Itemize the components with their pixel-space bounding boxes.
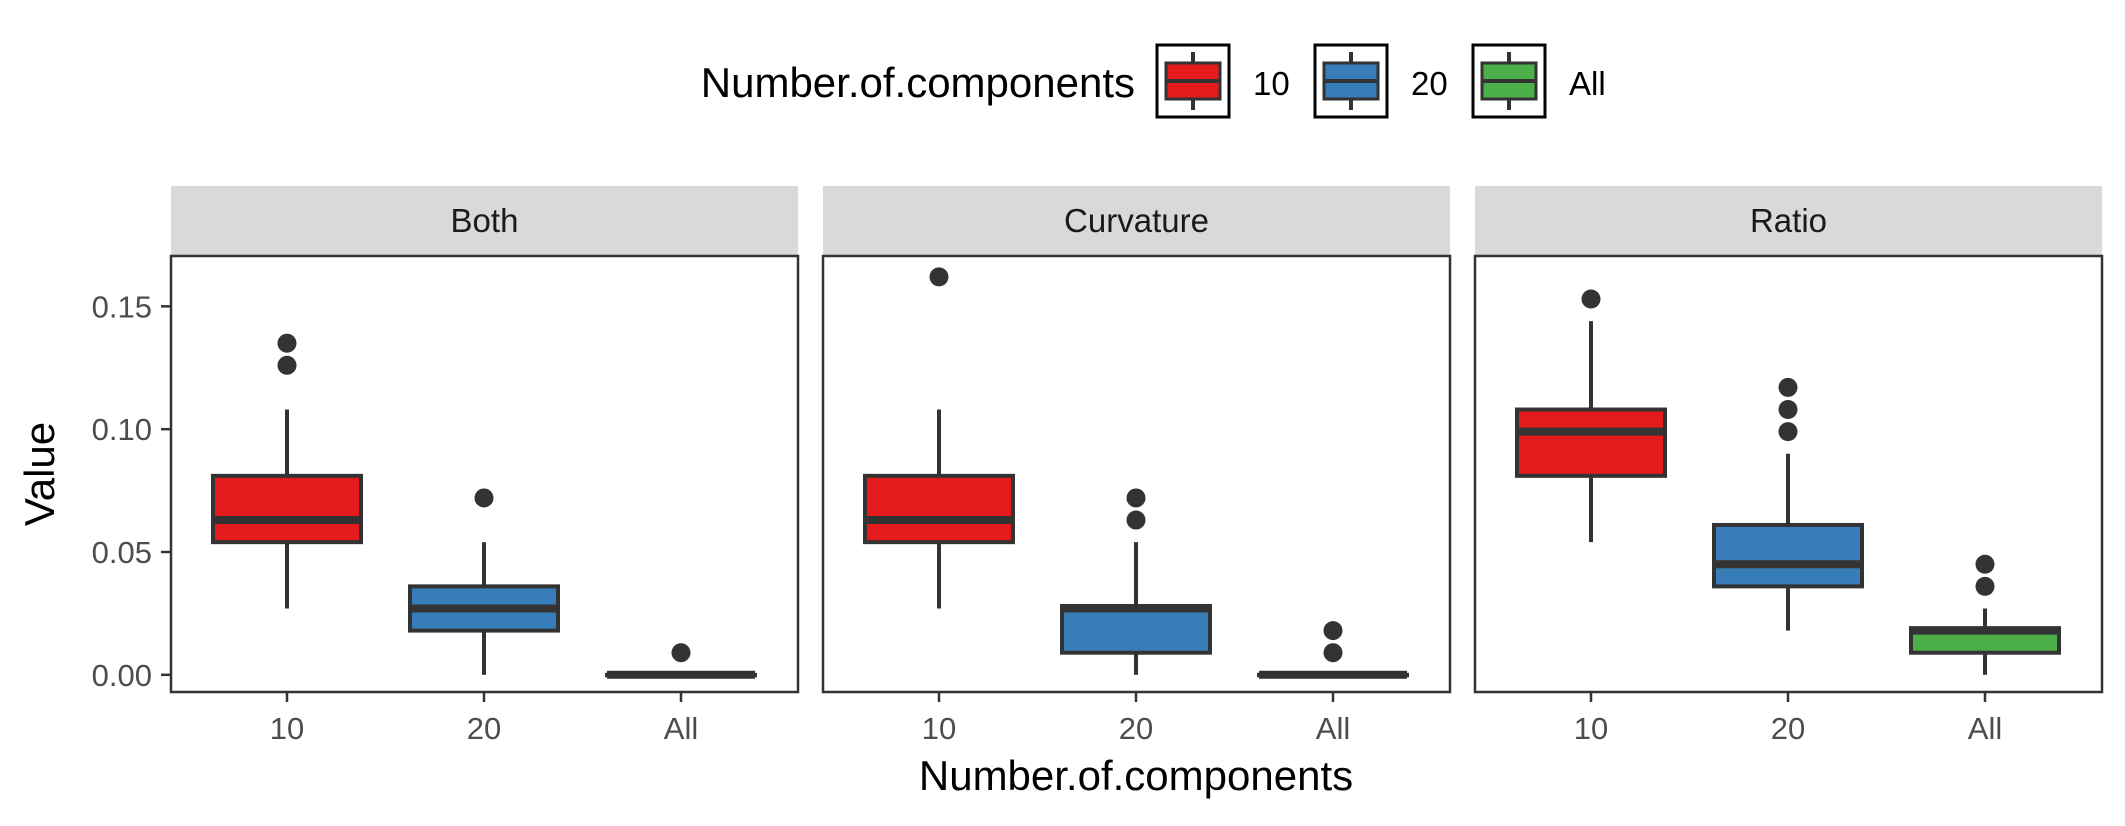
x-tick-label: 20 (1771, 711, 1805, 746)
box-iqr (1060, 604, 1212, 655)
box-10 (211, 333, 363, 609)
y-tick-label: 0.15 (92, 289, 152, 324)
y-axis-title: Value (16, 422, 63, 526)
x-tick-label: 10 (1574, 711, 1608, 746)
box-all (1257, 621, 1409, 679)
outlier-point (1778, 377, 1798, 397)
box-iqr (863, 473, 1015, 545)
outlier-point (1323, 621, 1343, 641)
outlier-point (1778, 400, 1798, 420)
x-axis-title-group: Number.of.components (919, 752, 1353, 799)
x-tick-label: All (1968, 711, 2002, 746)
legend-label: 20 (1411, 65, 1448, 102)
outlier-point (671, 643, 691, 663)
box-20 (1060, 488, 1212, 675)
box-10 (863, 267, 1015, 609)
box-iqr (211, 473, 363, 545)
box-all (605, 643, 757, 679)
outlier-point (474, 488, 494, 508)
x-tick-label: All (664, 711, 698, 746)
y-axis-title-group: Value (16, 422, 63, 526)
x-tick-label: 10 (270, 711, 304, 746)
strip-title: Both (451, 202, 519, 239)
y-tick-label: 0.00 (92, 658, 152, 693)
box-iqr (1712, 522, 1864, 589)
x-tick-label: 10 (922, 711, 956, 746)
x-tick-label: All (1316, 711, 1350, 746)
legend-label: 10 (1253, 65, 1290, 102)
x-tick-label: 20 (1119, 711, 1153, 746)
box-20 (408, 488, 560, 675)
outlier-point (1975, 554, 1995, 574)
strip-title: Ratio (1750, 202, 1827, 239)
outlier-point (929, 267, 949, 287)
box-all (1909, 554, 2061, 675)
legend: Number.of.components 10 20 All (701, 43, 1606, 119)
outlier-point (277, 355, 297, 375)
strip-background (823, 186, 1450, 255)
panel-curvature: Curvature 10 20 All (821, 186, 1452, 746)
facet-panels: Both 10 20 All Curvature 10 20 All Ratio 10 20 All (169, 186, 2104, 746)
legend-key-20 (1313, 43, 1389, 119)
legend-key-10 (1155, 43, 1231, 119)
strip-title: Curvature (1064, 202, 1209, 239)
y-tick-label: 0.05 (92, 535, 152, 570)
box-20 (1712, 377, 1864, 631)
x-tick-label: 20 (467, 711, 501, 746)
strip-background (1475, 186, 2102, 255)
outlier-point (1778, 422, 1798, 442)
outlier-point (1581, 289, 1601, 309)
outlier-point (1126, 488, 1146, 508)
y-tick-label: 0.10 (92, 412, 152, 447)
legend-label: All (1569, 65, 1606, 102)
legend-key-all (1471, 43, 1547, 119)
legend-title: Number.of.components (701, 59, 1135, 106)
x-axis-title: Number.of.components (919, 752, 1353, 799)
y-axis: 0.00 0.05 0.10 0.15 (92, 289, 171, 693)
outlier-point (1323, 643, 1343, 663)
panel-both: Both 10 20 All (169, 186, 800, 746)
outlier-point (277, 333, 297, 353)
strip-background (171, 186, 798, 255)
panel-ratio: Ratio 10 20 All (1473, 186, 2104, 746)
outlier-point (1975, 576, 1995, 596)
box-10 (1515, 289, 1667, 543)
outlier-point (1126, 510, 1146, 530)
box-iqr (1515, 407, 1667, 478)
